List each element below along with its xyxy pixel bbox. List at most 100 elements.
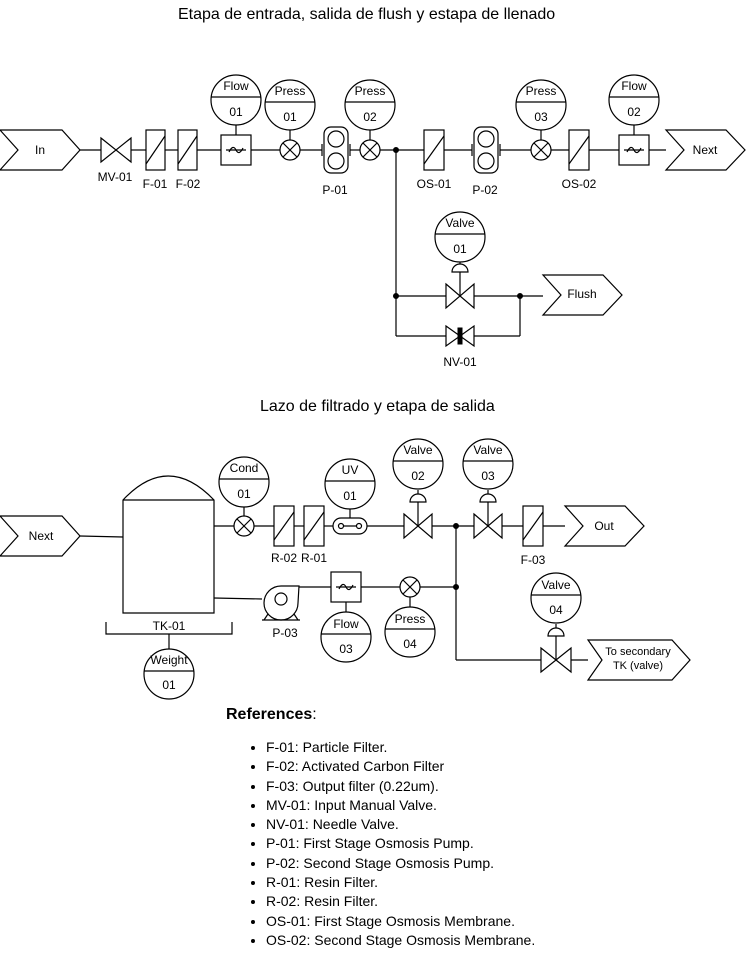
instrument-weight-01: Weight 01 xyxy=(143,648,195,700)
pressure-gauge-03 xyxy=(530,130,552,161)
svg-text:01: 01 xyxy=(343,489,357,503)
svg-text:R-01: R-01 xyxy=(301,551,327,565)
to-secondary-connector: To secondary TK (valve) xyxy=(586,639,691,681)
resin-filter-r02: R-02 xyxy=(271,505,297,565)
instrument-press-03: Press 03 xyxy=(515,79,567,131)
svg-text:Next: Next xyxy=(29,529,54,543)
svg-text:01: 01 xyxy=(229,105,243,119)
uv-lamp-01 xyxy=(332,509,368,535)
instrument-cond-01: Cond 01 xyxy=(218,456,270,508)
svg-text:UV: UV xyxy=(342,463,359,477)
filter-f02: F-02 xyxy=(176,129,201,191)
pid-diagram: In Next Flush MV-01 F-01 F-02 xyxy=(0,74,746,700)
svg-text:Out: Out xyxy=(594,519,614,533)
reference-item: OS-02: Second Stage Osmosis Membrane. xyxy=(266,931,726,950)
reference-item: R-01: Resin Filter. xyxy=(266,873,726,892)
references-heading: References: xyxy=(226,706,317,723)
svg-text:Valve: Valve xyxy=(473,443,502,457)
svg-text:Flush: Flush xyxy=(567,287,596,301)
svg-text:01: 01 xyxy=(283,110,297,124)
svg-text:Next: Next xyxy=(693,143,718,157)
svg-text:Press: Press xyxy=(355,84,386,98)
pump-p03: P-03 xyxy=(262,585,300,640)
membrane-os02: OS-02 xyxy=(562,129,597,191)
svg-text:02: 02 xyxy=(411,469,425,483)
svg-text:Valve: Valve xyxy=(541,578,570,592)
svg-text:F-03: F-03 xyxy=(521,553,546,567)
stage1-title: Etapa de entrada, salida de flush y esta… xyxy=(178,6,556,23)
instrument-flow-02: Flow 02 xyxy=(608,74,660,126)
flowmeter-02 xyxy=(618,120,650,166)
instrument-press-01: Press 01 xyxy=(264,79,316,131)
svg-text:04: 04 xyxy=(403,637,417,651)
reference-item: F-02: Activated Carbon Filter xyxy=(266,757,726,776)
resin-filter-r01: R-01 xyxy=(301,505,327,565)
svg-text:03: 03 xyxy=(534,110,548,124)
svg-text:Flow: Flow xyxy=(223,79,249,93)
svg-text:F-01: F-01 xyxy=(143,177,168,191)
reference-item: F-03: Output filter (0.22um). xyxy=(266,777,726,796)
svg-text:Press: Press xyxy=(526,84,557,98)
svg-text:Valve: Valve xyxy=(445,216,474,230)
stage2-title: Lazo de filtrado y etapa de salida xyxy=(260,398,495,415)
reference-item: P-01: First Stage Osmosis Pump. xyxy=(266,834,726,853)
conductivity-sensor-01 xyxy=(233,507,255,537)
control-valve-03 xyxy=(473,490,503,540)
pressure-gauge-01 xyxy=(279,130,301,161)
svg-text:Flow: Flow xyxy=(333,617,359,631)
pump-p01: P-01 xyxy=(321,126,351,197)
reference-item: MV-01: Input Manual Valve. xyxy=(266,796,726,815)
svg-text:NV-01: NV-01 xyxy=(443,355,477,369)
svg-text:Flow: Flow xyxy=(621,79,647,93)
output-filter-f03: F-03 xyxy=(521,505,546,567)
svg-text:P-02: P-02 xyxy=(472,183,498,197)
flowmeter-01 xyxy=(220,125,252,166)
svg-text:P-03: P-03 xyxy=(272,626,298,640)
control-valve-04 xyxy=(540,624,572,674)
instrument-valve-04: Valve 04 xyxy=(530,572,582,624)
next-connector-2: Next xyxy=(0,515,81,557)
needle-valve-nv01: NV-01 xyxy=(443,324,477,369)
next-connector: Next xyxy=(664,129,746,171)
svg-text:Cond: Cond xyxy=(230,461,259,475)
out-connector: Out xyxy=(563,505,645,547)
reference-item: P-02: Second Stage Osmosis Pump. xyxy=(266,854,726,873)
instrument-valve-01: Valve 01 xyxy=(434,211,486,263)
svg-text:02: 02 xyxy=(363,110,377,124)
svg-text:OS-02: OS-02 xyxy=(562,177,597,191)
svg-text:03: 03 xyxy=(481,469,495,483)
svg-text:01: 01 xyxy=(237,487,251,501)
instrument-valve-02: Valve 02 xyxy=(392,438,444,490)
references-section: References: F-01: Particle Filter. F-02:… xyxy=(226,706,726,950)
filter-f01: F-01 xyxy=(143,129,168,191)
svg-text:TK-01: TK-01 xyxy=(153,619,186,633)
pump-p02: P-02 xyxy=(471,126,501,197)
svg-text:02: 02 xyxy=(627,105,641,119)
reference-item: R-02: Resin Filter. xyxy=(266,892,726,911)
membrane-os01: OS-01 xyxy=(417,129,452,191)
control-valve-01 xyxy=(445,262,475,310)
svg-text:R-02: R-02 xyxy=(271,551,297,565)
pressure-gauge-02 xyxy=(359,130,381,161)
flowmeter-03 xyxy=(330,571,362,612)
svg-text:Valve: Valve xyxy=(403,443,432,457)
svg-text:TK (valve): TK (valve) xyxy=(613,660,663,672)
svg-text:Press: Press xyxy=(395,612,426,626)
svg-text:F-02: F-02 xyxy=(176,177,201,191)
svg-text:P-01: P-01 xyxy=(322,183,348,197)
reference-item: NV-01: Needle Valve. xyxy=(266,815,726,834)
svg-text:01: 01 xyxy=(453,242,467,256)
pressure-gauge-04 xyxy=(399,576,421,607)
svg-text:Weight: Weight xyxy=(150,653,188,667)
tank-tk01: TK-01 xyxy=(105,475,233,649)
svg-text:OS-01: OS-01 xyxy=(417,177,452,191)
flush-connector: Flush xyxy=(541,274,623,316)
svg-text:03: 03 xyxy=(339,642,353,656)
reference-item: OS-01: First Stage Osmosis Membrane. xyxy=(266,912,726,931)
stage1-piping xyxy=(80,147,666,337)
manual-valve-mv01: MV-01 xyxy=(98,136,133,184)
instrument-flow-03: Flow 03 xyxy=(320,611,372,663)
instrument-flow-01: Flow 01 xyxy=(210,74,262,126)
instrument-uv-01: UV 01 xyxy=(324,458,376,510)
stage2-piping xyxy=(79,523,588,661)
